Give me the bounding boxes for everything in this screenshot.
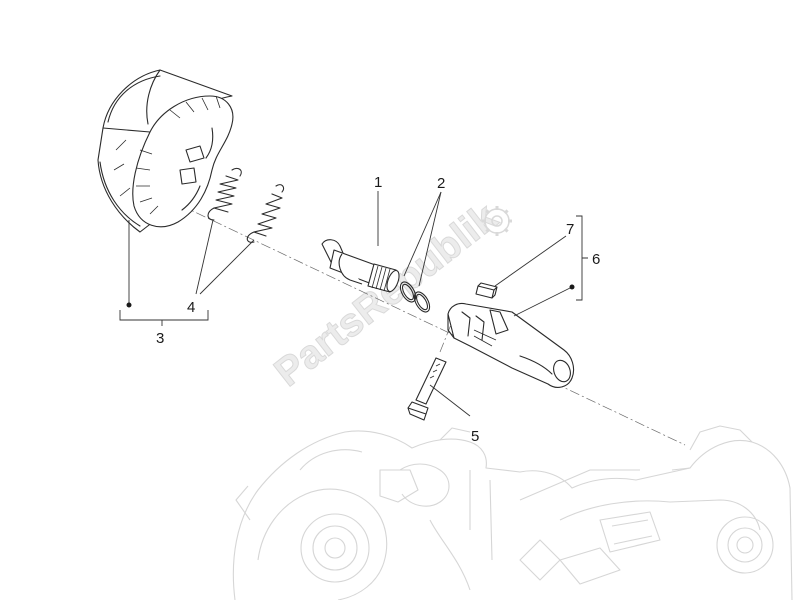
callout-labels: 1 2 3 4 5 6 7	[156, 174, 600, 445]
callout-6: 6	[592, 251, 600, 268]
leader-6	[513, 286, 573, 317]
assembly-axis	[179, 204, 686, 446]
brake-shoe-set-icon	[97, 69, 234, 233]
bracket-6	[576, 215, 588, 301]
watermark: PartsRepublik	[266, 194, 512, 396]
leader-2a	[403, 191, 442, 277]
o-ring-pair-icon	[399, 281, 431, 313]
bolt-icon	[407, 357, 447, 421]
callout-3: 3	[156, 330, 164, 347]
bracket-3	[119, 310, 209, 326]
callout-dot-6	[569, 284, 575, 290]
leader-7	[494, 235, 567, 287]
callout-2: 2	[437, 175, 445, 192]
gear-icon	[482, 206, 512, 236]
leader-5	[429, 384, 471, 417]
bolt-axis	[439, 321, 453, 353]
return-spring-pair-icon	[207, 167, 285, 243]
callout-dots	[126, 284, 575, 308]
leader-4a	[195, 219, 214, 295]
callout-4: 4	[187, 299, 195, 316]
callout-5: 5	[471, 428, 479, 445]
brake-lever-assembly-icon	[447, 302, 575, 388]
leader-2b	[418, 191, 442, 287]
engine-case-ghost	[232, 425, 793, 601]
brake-camshaft-icon	[321, 239, 400, 293]
leader-4b	[199, 239, 255, 295]
callout-dot-3	[126, 302, 132, 308]
callout-1: 1	[374, 174, 382, 191]
leader-lines	[119, 191, 588, 417]
watermark-text: PartsRepublik	[266, 194, 506, 395]
key-icon	[475, 282, 498, 299]
callout-7: 7	[566, 221, 574, 238]
